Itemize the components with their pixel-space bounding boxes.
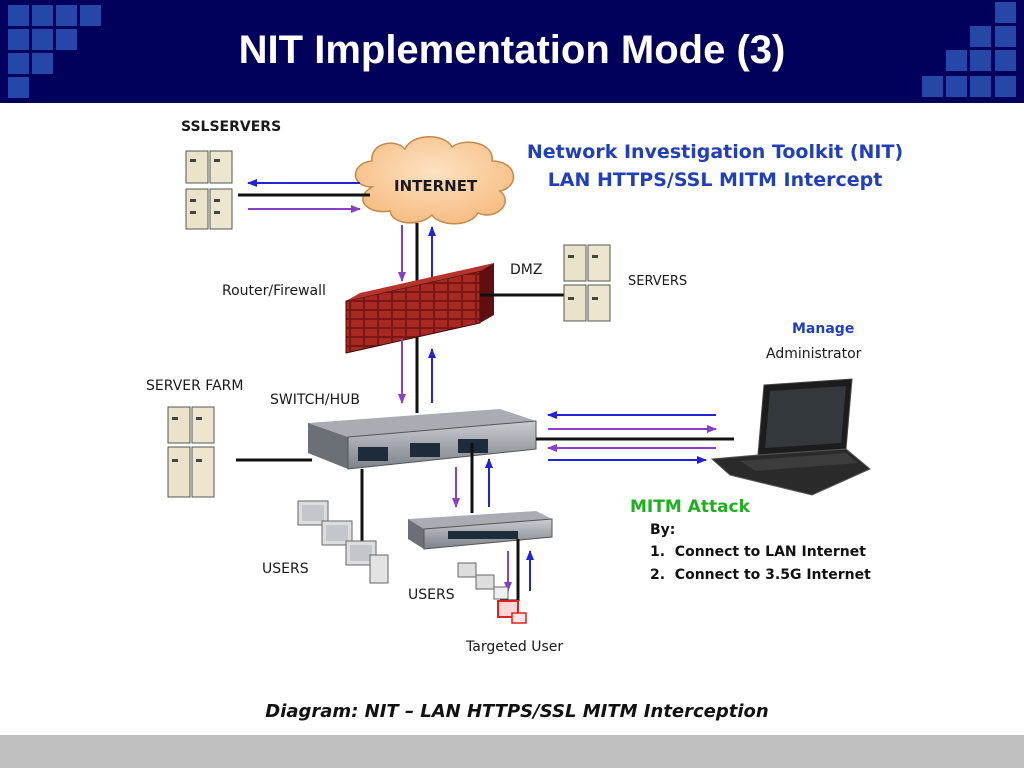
internet-cloud-icon	[354, 136, 515, 225]
router-firewall-label: Router/Firewall	[222, 283, 326, 299]
internet-label: INTERNET	[394, 177, 478, 195]
decor-square	[995, 26, 1016, 47]
targeted-user-computer-icon	[497, 600, 527, 624]
server-farm-icon	[167, 406, 215, 498]
laptop-icon	[710, 378, 871, 496]
manage-label: Manage	[792, 321, 855, 337]
decor-square	[8, 29, 29, 50]
decor-square	[946, 76, 967, 97]
nit-heading-line2: LAN HTTPS/SSL MITM Intercept	[547, 169, 883, 191]
ssl-servers-label: SSLSERVERS	[181, 119, 282, 135]
decor-square	[995, 76, 1016, 97]
mitm-item-2: 2. Connect to 3.5G Internet	[650, 567, 871, 583]
mitm-item-1: 1. Connect to LAN Internet	[650, 544, 866, 560]
slide-footer-bar	[0, 735, 1024, 768]
administrator-label: Administrator	[766, 346, 862, 362]
decor-square	[995, 50, 1016, 71]
decor-square	[995, 2, 1016, 23]
decor-square	[32, 5, 53, 26]
nit-heading-line1: Network Investigation Toolkit (NIT)	[526, 141, 904, 163]
users-label: USERS	[408, 587, 455, 603]
mitm-attack-heading: MITM Attack	[630, 497, 750, 517]
decor-square	[56, 29, 77, 50]
dmz-label: DMZ	[510, 262, 543, 278]
firewall-icon	[345, 263, 494, 354]
secondary-switch-icon	[408, 511, 553, 550]
decor-square	[946, 50, 967, 71]
decor-square	[32, 29, 53, 50]
decor-square	[56, 5, 77, 26]
decor-square	[8, 77, 29, 98]
server-farm-label: SERVER FARM	[146, 378, 244, 394]
main-switch-icon	[308, 409, 537, 470]
network-diagram	[167, 136, 871, 624]
decor-square	[922, 76, 943, 97]
users-computers-icon	[297, 500, 389, 584]
dmz-servers-icon	[563, 244, 611, 322]
users-label: USERS	[262, 561, 309, 577]
decor-square	[970, 26, 991, 47]
decor-square	[80, 5, 101, 26]
decor-square	[8, 53, 29, 74]
diagram-caption: Diagram: NIT – LAN HTTPS/SSL MITM Interc…	[265, 701, 769, 722]
servers-label: SERVERS	[628, 274, 688, 289]
decor-square	[970, 50, 991, 71]
users-small-computers-icon	[457, 562, 509, 600]
decor-square	[32, 53, 53, 74]
switch-hub-label: SWITCH/HUB	[270, 392, 360, 408]
decor-square	[970, 76, 991, 97]
mitm-by-label: By:	[650, 522, 676, 538]
slide-header	[0, 0, 1024, 103]
slide-title: NIT Implementation Mode (3)	[238, 28, 786, 72]
ssl-servers-icon	[185, 150, 233, 230]
targeted-user-label: Targeted User	[466, 639, 564, 655]
decor-square	[8, 5, 29, 26]
